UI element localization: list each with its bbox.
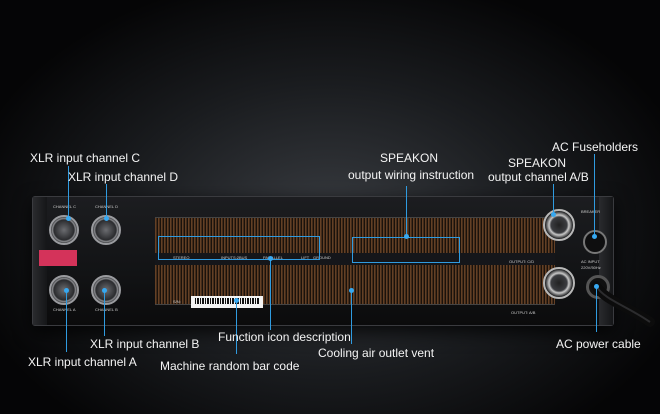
stereo-marking: STEREO bbox=[173, 255, 190, 260]
callout-xlr-input-c: XLR input channel C bbox=[30, 151, 141, 165]
dot-bar-code bbox=[234, 298, 239, 303]
leader-xlr-c bbox=[68, 166, 69, 218]
xlr-connector-c bbox=[49, 215, 79, 245]
output-ab-marking: OUTPUT: A/B bbox=[511, 310, 536, 315]
callout-ac-power-cable: AC power cable bbox=[556, 337, 641, 351]
channel-c-marking: CHANNEL C bbox=[53, 204, 76, 209]
leader-ac-cable bbox=[596, 286, 597, 332]
dot-xlr-b bbox=[102, 288, 107, 293]
callout-function-icon: Function icon description bbox=[218, 330, 351, 344]
leader-ac-fuse bbox=[594, 154, 595, 236]
speakon-output-ab bbox=[543, 267, 575, 299]
dot-xlr-a bbox=[64, 288, 69, 293]
serial-marking: S/N: bbox=[173, 299, 181, 304]
leader-bar-code bbox=[236, 300, 237, 354]
ground-marking: GROUND bbox=[313, 255, 331, 260]
callout-speakon-wiring-title: SPEAKON bbox=[380, 151, 439, 165]
dot-xlr-c bbox=[66, 216, 71, 221]
breaker-marking: BREAKER bbox=[581, 209, 601, 214]
callout-bar-code: Machine random bar code bbox=[160, 359, 300, 373]
function-icon-highlight bbox=[158, 236, 320, 260]
dot-speakon-ab bbox=[551, 212, 556, 217]
callout-ac-fuseholders: AC Fuseholders bbox=[552, 140, 639, 154]
callout-speakon-ab-title: SPEAKON bbox=[508, 156, 567, 170]
callout-xlr-input-b: XLR input channel B bbox=[90, 337, 200, 351]
lift-marking: LIFT bbox=[301, 255, 310, 260]
callout-xlr-input-a: XLR input channel A bbox=[28, 355, 137, 369]
leader-xlr-a bbox=[66, 290, 67, 352]
callout-speakon-ab-desc: output channel A/B bbox=[488, 170, 589, 184]
dot-function-icon bbox=[268, 256, 273, 261]
channel-a-marking: CHANNEL A bbox=[53, 307, 76, 312]
voltage-marking: 220V/50Hz bbox=[581, 265, 601, 270]
leader-function-icon bbox=[270, 258, 271, 330]
leader-speakon-ab bbox=[553, 184, 554, 214]
inputs-marking: INPUTS:2BUS bbox=[221, 255, 248, 260]
barcode-label bbox=[191, 296, 263, 308]
amplifier-rear-panel: CHANNEL C CHANNEL D CHANNEL A CHANNEL B … bbox=[32, 196, 614, 326]
leader-xlr-d bbox=[106, 184, 107, 218]
channel-b-marking: CHANNEL B bbox=[95, 307, 118, 312]
callout-xlr-input-d: XLR input channel D bbox=[68, 170, 179, 184]
dot-ac-cable bbox=[594, 284, 599, 289]
dot-cooling bbox=[349, 288, 354, 293]
dot-xlr-d bbox=[104, 216, 109, 221]
output-cd-marking: OUTPUT: C/D bbox=[509, 259, 535, 264]
speakon-wiring-highlight bbox=[352, 237, 460, 263]
dot-speakon-wiring bbox=[404, 234, 409, 239]
leader-speakon-wiring bbox=[406, 186, 407, 236]
dot-ac-fuse bbox=[592, 234, 597, 239]
leader-cooling bbox=[351, 290, 352, 344]
dip-switch bbox=[39, 250, 77, 266]
ac-input-marking: AC INPUT bbox=[581, 259, 600, 264]
speakon-output-cd bbox=[543, 209, 575, 241]
callout-cooling-vent: Cooling air outlet vent bbox=[318, 346, 435, 360]
callout-speakon-wiring-desc: output wiring instruction bbox=[348, 168, 475, 182]
leader-xlr-b bbox=[104, 290, 105, 336]
